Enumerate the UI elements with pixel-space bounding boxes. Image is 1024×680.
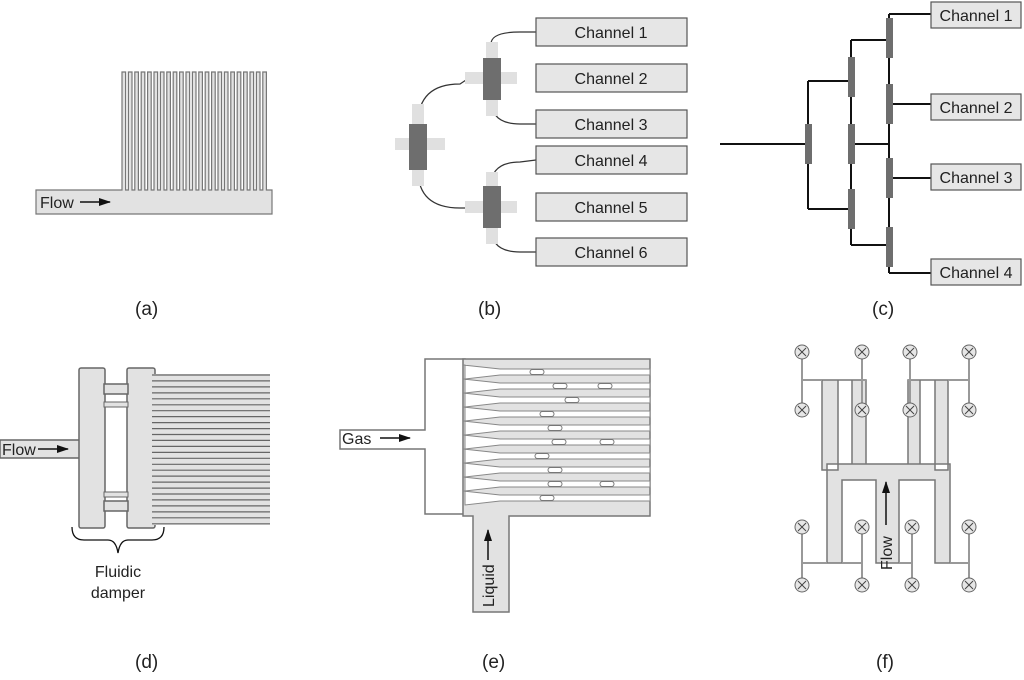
brace xyxy=(71,526,165,554)
damper-bridge xyxy=(103,401,129,408)
liquid-label: Liquid xyxy=(481,564,498,607)
channel-box-2 xyxy=(535,63,688,93)
channel-label: Channel 3 xyxy=(575,117,648,134)
panel-f: Flow (f) xyxy=(794,344,977,673)
flow-label: Flow xyxy=(2,442,36,459)
channel-box-3 xyxy=(930,163,1022,191)
valve-icon xyxy=(794,402,810,418)
flow-label: Flow xyxy=(879,536,896,570)
outlet-branches xyxy=(794,344,977,593)
channel-label: Channel 6 xyxy=(575,245,648,262)
damper-bridge xyxy=(103,491,129,498)
valve-icon xyxy=(794,519,810,535)
damper-bridge xyxy=(103,383,129,395)
channel-box-4 xyxy=(535,145,688,175)
valve-icon xyxy=(904,577,920,593)
caption-a: (a) xyxy=(135,299,158,320)
channel-box-3 xyxy=(535,109,688,139)
valve-icon xyxy=(961,344,977,360)
channel-label: Channel 1 xyxy=(575,25,648,42)
caption-d: (d) xyxy=(135,652,158,673)
gas-label: Gas xyxy=(342,431,371,448)
panel-c: Channel 1 Channel 2 Channel 3 Channel 4 … xyxy=(720,1,1022,320)
h-tree-channels xyxy=(821,379,951,564)
damper-label-line-1: Fluidic xyxy=(95,564,141,581)
valve-icon xyxy=(961,402,977,418)
valve-icon xyxy=(794,344,810,360)
resistor xyxy=(483,186,501,228)
caption-b: (b) xyxy=(478,299,501,320)
channel-box-4 xyxy=(930,258,1022,286)
channel-label: Channel 3 xyxy=(940,170,1013,187)
panel-e: Gas Liquid (e) xyxy=(339,358,651,673)
outlet-channel-bank xyxy=(152,374,270,525)
damper-bridge xyxy=(103,500,129,512)
resistor xyxy=(409,124,427,170)
damper-bar xyxy=(126,367,156,529)
panel-b: Channel 1 Channel 2 Channel 3 Channel 4 … xyxy=(395,17,688,320)
channel-label: Channel 2 xyxy=(940,100,1013,117)
valve-icon xyxy=(854,519,870,535)
channel-box-6 xyxy=(535,237,688,267)
panel-a: Flow (a) xyxy=(35,71,273,320)
comb-manifold xyxy=(35,71,273,215)
channel-box-5 xyxy=(535,192,688,222)
valve-icon xyxy=(854,402,870,418)
channel-label: Channel 4 xyxy=(575,153,648,170)
outlet-channel-walls xyxy=(152,374,270,525)
channel-box-1 xyxy=(930,1,1022,29)
resistors xyxy=(805,18,893,267)
channel-label: Channel 2 xyxy=(575,71,648,88)
valve-icon xyxy=(794,577,810,593)
network-lines xyxy=(720,13,931,274)
resistor xyxy=(483,58,501,100)
channel-label: Channel 4 xyxy=(940,265,1013,282)
panel-d: Flow Fluidic damper (d) xyxy=(0,367,270,673)
caption-c: (c) xyxy=(872,299,894,320)
valve-icon xyxy=(961,577,977,593)
channel-box-2 xyxy=(930,93,1022,121)
channel-box-1 xyxy=(535,17,688,47)
channel-label: Channel 1 xyxy=(940,8,1013,25)
valve-icon xyxy=(961,519,977,535)
valve-icon xyxy=(902,402,918,418)
caption-f: (f) xyxy=(876,652,894,673)
valve-icon xyxy=(904,519,920,535)
valve-icon xyxy=(854,344,870,360)
damper-bar xyxy=(78,367,106,529)
flow-label: Flow xyxy=(40,195,74,212)
damper-label-line-2: damper xyxy=(91,585,146,602)
valve-icon xyxy=(902,344,918,360)
caption-e: (e) xyxy=(482,652,505,673)
channel-label: Channel 5 xyxy=(575,200,648,217)
gas-channels xyxy=(462,364,651,506)
valve-icon xyxy=(854,577,870,593)
